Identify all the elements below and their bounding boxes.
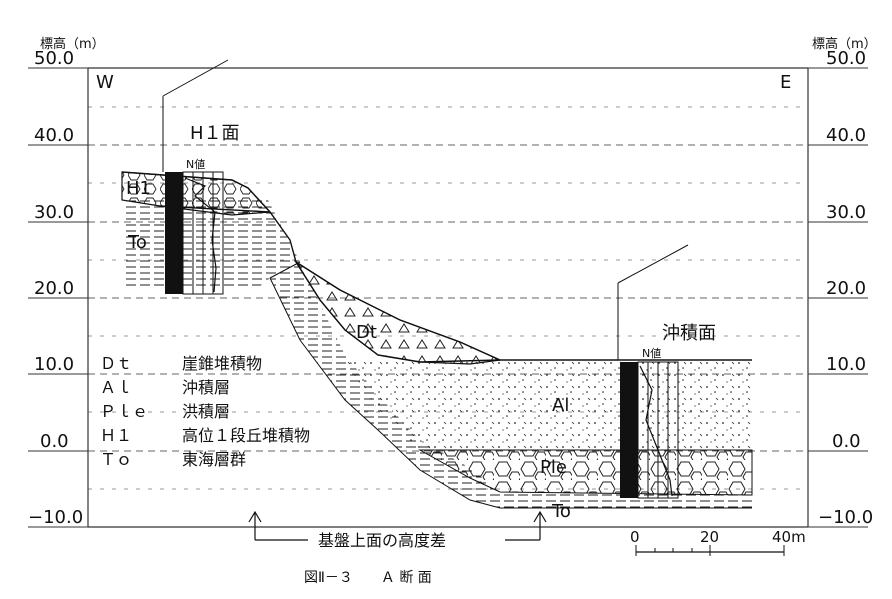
y-unit-left: 標高（m） bbox=[40, 36, 105, 52]
borehole-right bbox=[617, 244, 689, 499]
terrace-surface-label: H１面 bbox=[190, 123, 240, 144]
scale-label: 40m bbox=[772, 528, 806, 546]
elev-label: 50.0 bbox=[34, 48, 74, 69]
ground-surface bbox=[121, 171, 752, 509]
legend-name: 崖錐堆積物 bbox=[182, 354, 262, 373]
legend-code: Ｄｔ bbox=[100, 354, 132, 373]
scale-label: 0 bbox=[630, 528, 640, 546]
figure-caption: 図Ⅱ－３ Ａ 断 面 bbox=[304, 570, 432, 586]
elev-label: 0.0 bbox=[40, 431, 69, 452]
legend-name: 高位１段丘堆積物 bbox=[182, 426, 310, 445]
y-unit-right: 標高（m） bbox=[812, 36, 877, 52]
unit-label-ple: Ple bbox=[540, 457, 567, 478]
elev-label: −10.0 bbox=[818, 507, 873, 528]
legend-code: Ａｌ bbox=[100, 378, 132, 397]
unit-label-h1: H1 bbox=[126, 178, 151, 199]
scale-label: 20 bbox=[700, 528, 719, 546]
elevation-labels-left: 50.0 40.0 30.0 20.0 10.0 0.0 −10.0 bbox=[28, 48, 83, 528]
unit-label-to-upper: To bbox=[127, 232, 147, 253]
elev-label: 40.0 bbox=[826, 125, 866, 146]
elev-label: 50.0 bbox=[826, 48, 866, 69]
legend-name: 沖積層 bbox=[182, 378, 230, 397]
borehole-left bbox=[162, 59, 229, 295]
west-label: W bbox=[96, 72, 114, 93]
legend: Ｄｔ 崖錐堆積物 Ａｌ 沖積層 Ｐｌｅ 洪積層 Ｈ１ 高位１段丘堆積物 Ｔｏ 東… bbox=[100, 354, 310, 469]
elev-label: 10.0 bbox=[826, 354, 866, 375]
basement-note: 基盤上面の高度差 bbox=[318, 531, 446, 550]
legend-code: Ｈ１ bbox=[100, 426, 132, 445]
elev-label: 10.0 bbox=[34, 354, 74, 375]
elev-label: −10.0 bbox=[28, 507, 83, 528]
n-value-right: N値 bbox=[642, 347, 661, 360]
elev-label: 0.0 bbox=[832, 431, 861, 452]
elev-label: 30.0 bbox=[34, 202, 74, 223]
unit-label-dt: Dt bbox=[356, 322, 377, 343]
basement-note-arrows bbox=[248, 510, 547, 541]
unit-al bbox=[345, 360, 752, 450]
unit-label-al: Al bbox=[552, 395, 569, 416]
elev-label: 20.0 bbox=[826, 278, 866, 299]
legend-name: 東海層群 bbox=[182, 450, 246, 469]
legend-code: Ｐｌｅ bbox=[100, 402, 148, 421]
elevation-labels-right: 50.0 40.0 30.0 20.0 10.0 0.0 −10.0 bbox=[818, 48, 873, 528]
n-value-left: N値 bbox=[186, 158, 205, 171]
unit-to-body bbox=[122, 200, 752, 508]
legend-name: 洪積層 bbox=[182, 402, 230, 421]
east-label: E bbox=[780, 72, 791, 93]
scale-bar bbox=[635, 545, 785, 556]
alluvial-surface-label: 沖積面 bbox=[662, 323, 716, 344]
unit-label-to-lower: To bbox=[551, 501, 571, 522]
elev-label: 20.0 bbox=[34, 278, 74, 299]
legend-code: Ｔｏ bbox=[100, 450, 132, 469]
elev-label: 40.0 bbox=[34, 125, 74, 146]
elev-label: 30.0 bbox=[826, 202, 866, 223]
